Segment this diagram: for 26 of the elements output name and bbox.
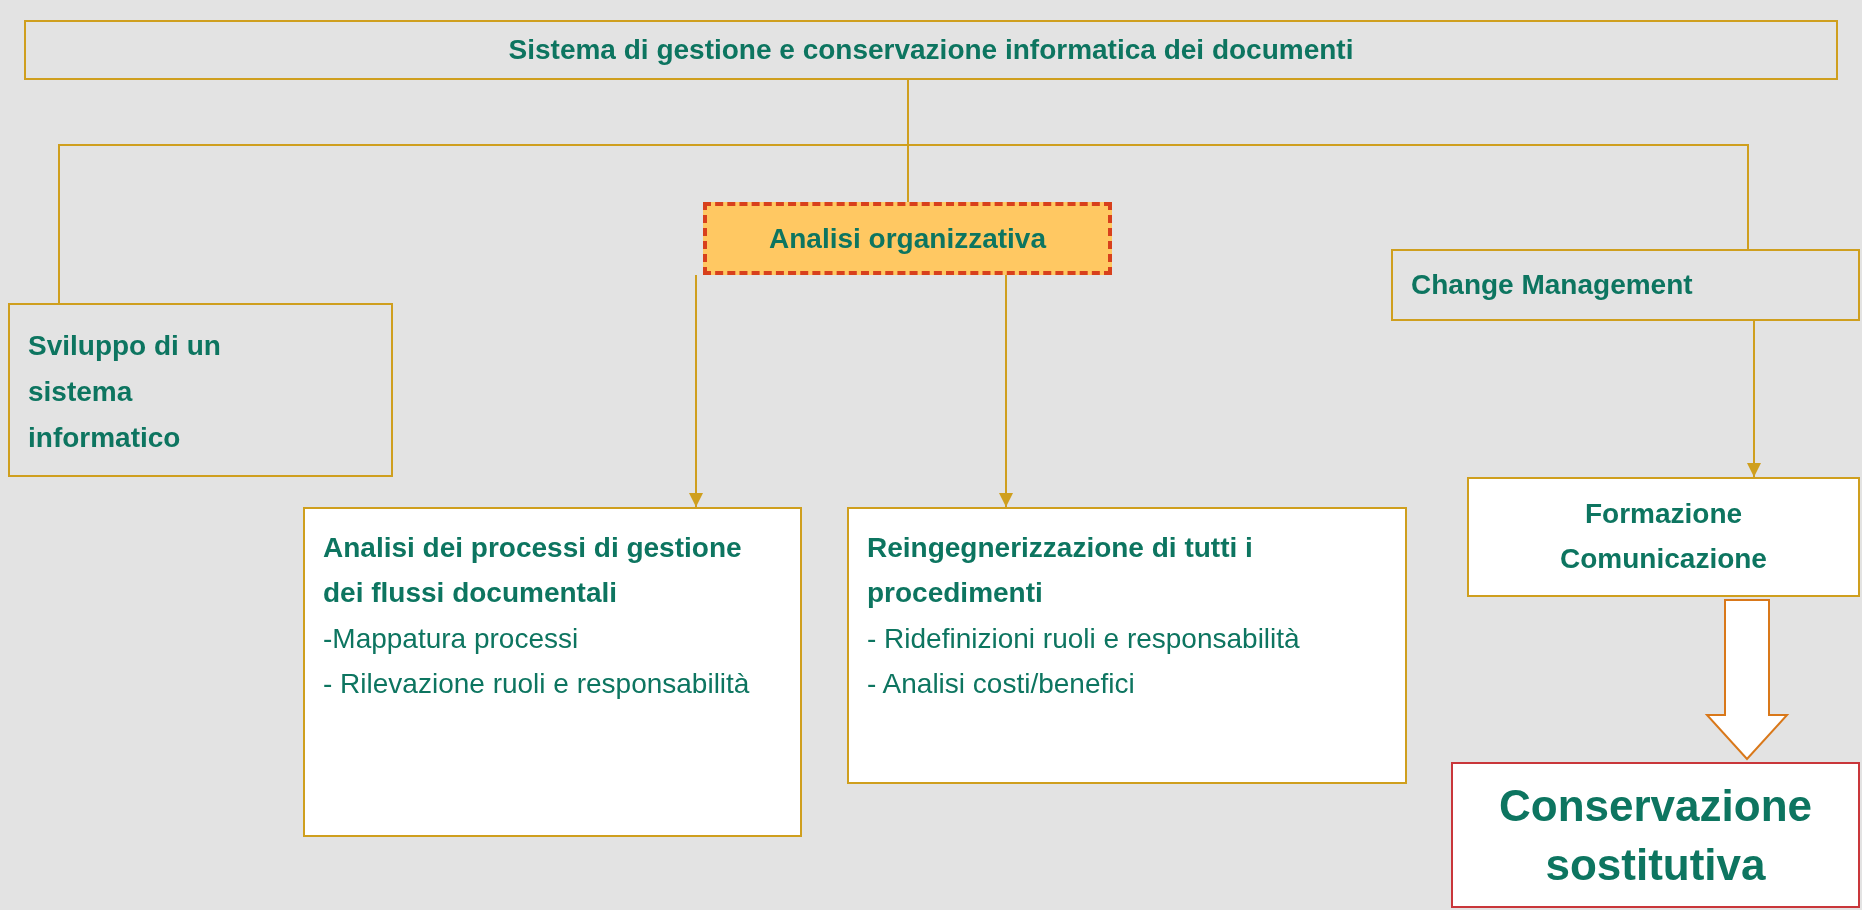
process-box xyxy=(8,303,393,477)
box-heading: Reingegnerizzazione di tutti i procedimenti xyxy=(867,531,1254,611)
process-box xyxy=(1391,249,1860,321)
box-label: Analisi organizzativa xyxy=(769,221,1046,256)
arrow xyxy=(689,274,703,508)
box-label: Sistema di gestione e conservazione informatica dei documenti xyxy=(508,33,1354,67)
bullet-text: - Rilevazione ruoli e responsabilità xyxy=(323,667,750,702)
highlighted-box xyxy=(703,202,1112,275)
process-box xyxy=(1467,477,1860,597)
box-label: Comunicazione xyxy=(1560,542,1767,576)
process-box xyxy=(847,507,1407,784)
box-heading: Analisi dei processi di gestione dei flussi documentali xyxy=(323,531,743,611)
arrow xyxy=(1747,320,1761,478)
box-label: Sviluppo di un sistema informatico xyxy=(28,328,222,456)
bullet-text: -Mappatura processi xyxy=(323,621,579,656)
bullet-text: - Ridefinizioni ruoli e responsabilità xyxy=(867,621,1300,656)
arrow xyxy=(999,274,1013,508)
box-label: Conservazione sostitutiva xyxy=(1498,779,1813,891)
box-label: Change Management xyxy=(1411,268,1693,302)
result-box xyxy=(1451,762,1860,908)
process-box xyxy=(303,507,802,837)
connector-line xyxy=(907,79,1749,250)
block-arrow xyxy=(1704,599,1790,761)
title-box xyxy=(24,20,1838,80)
bullet-text: - Analisi costi/benefici xyxy=(867,667,1135,702)
box-label: Formazione xyxy=(1584,497,1743,532)
